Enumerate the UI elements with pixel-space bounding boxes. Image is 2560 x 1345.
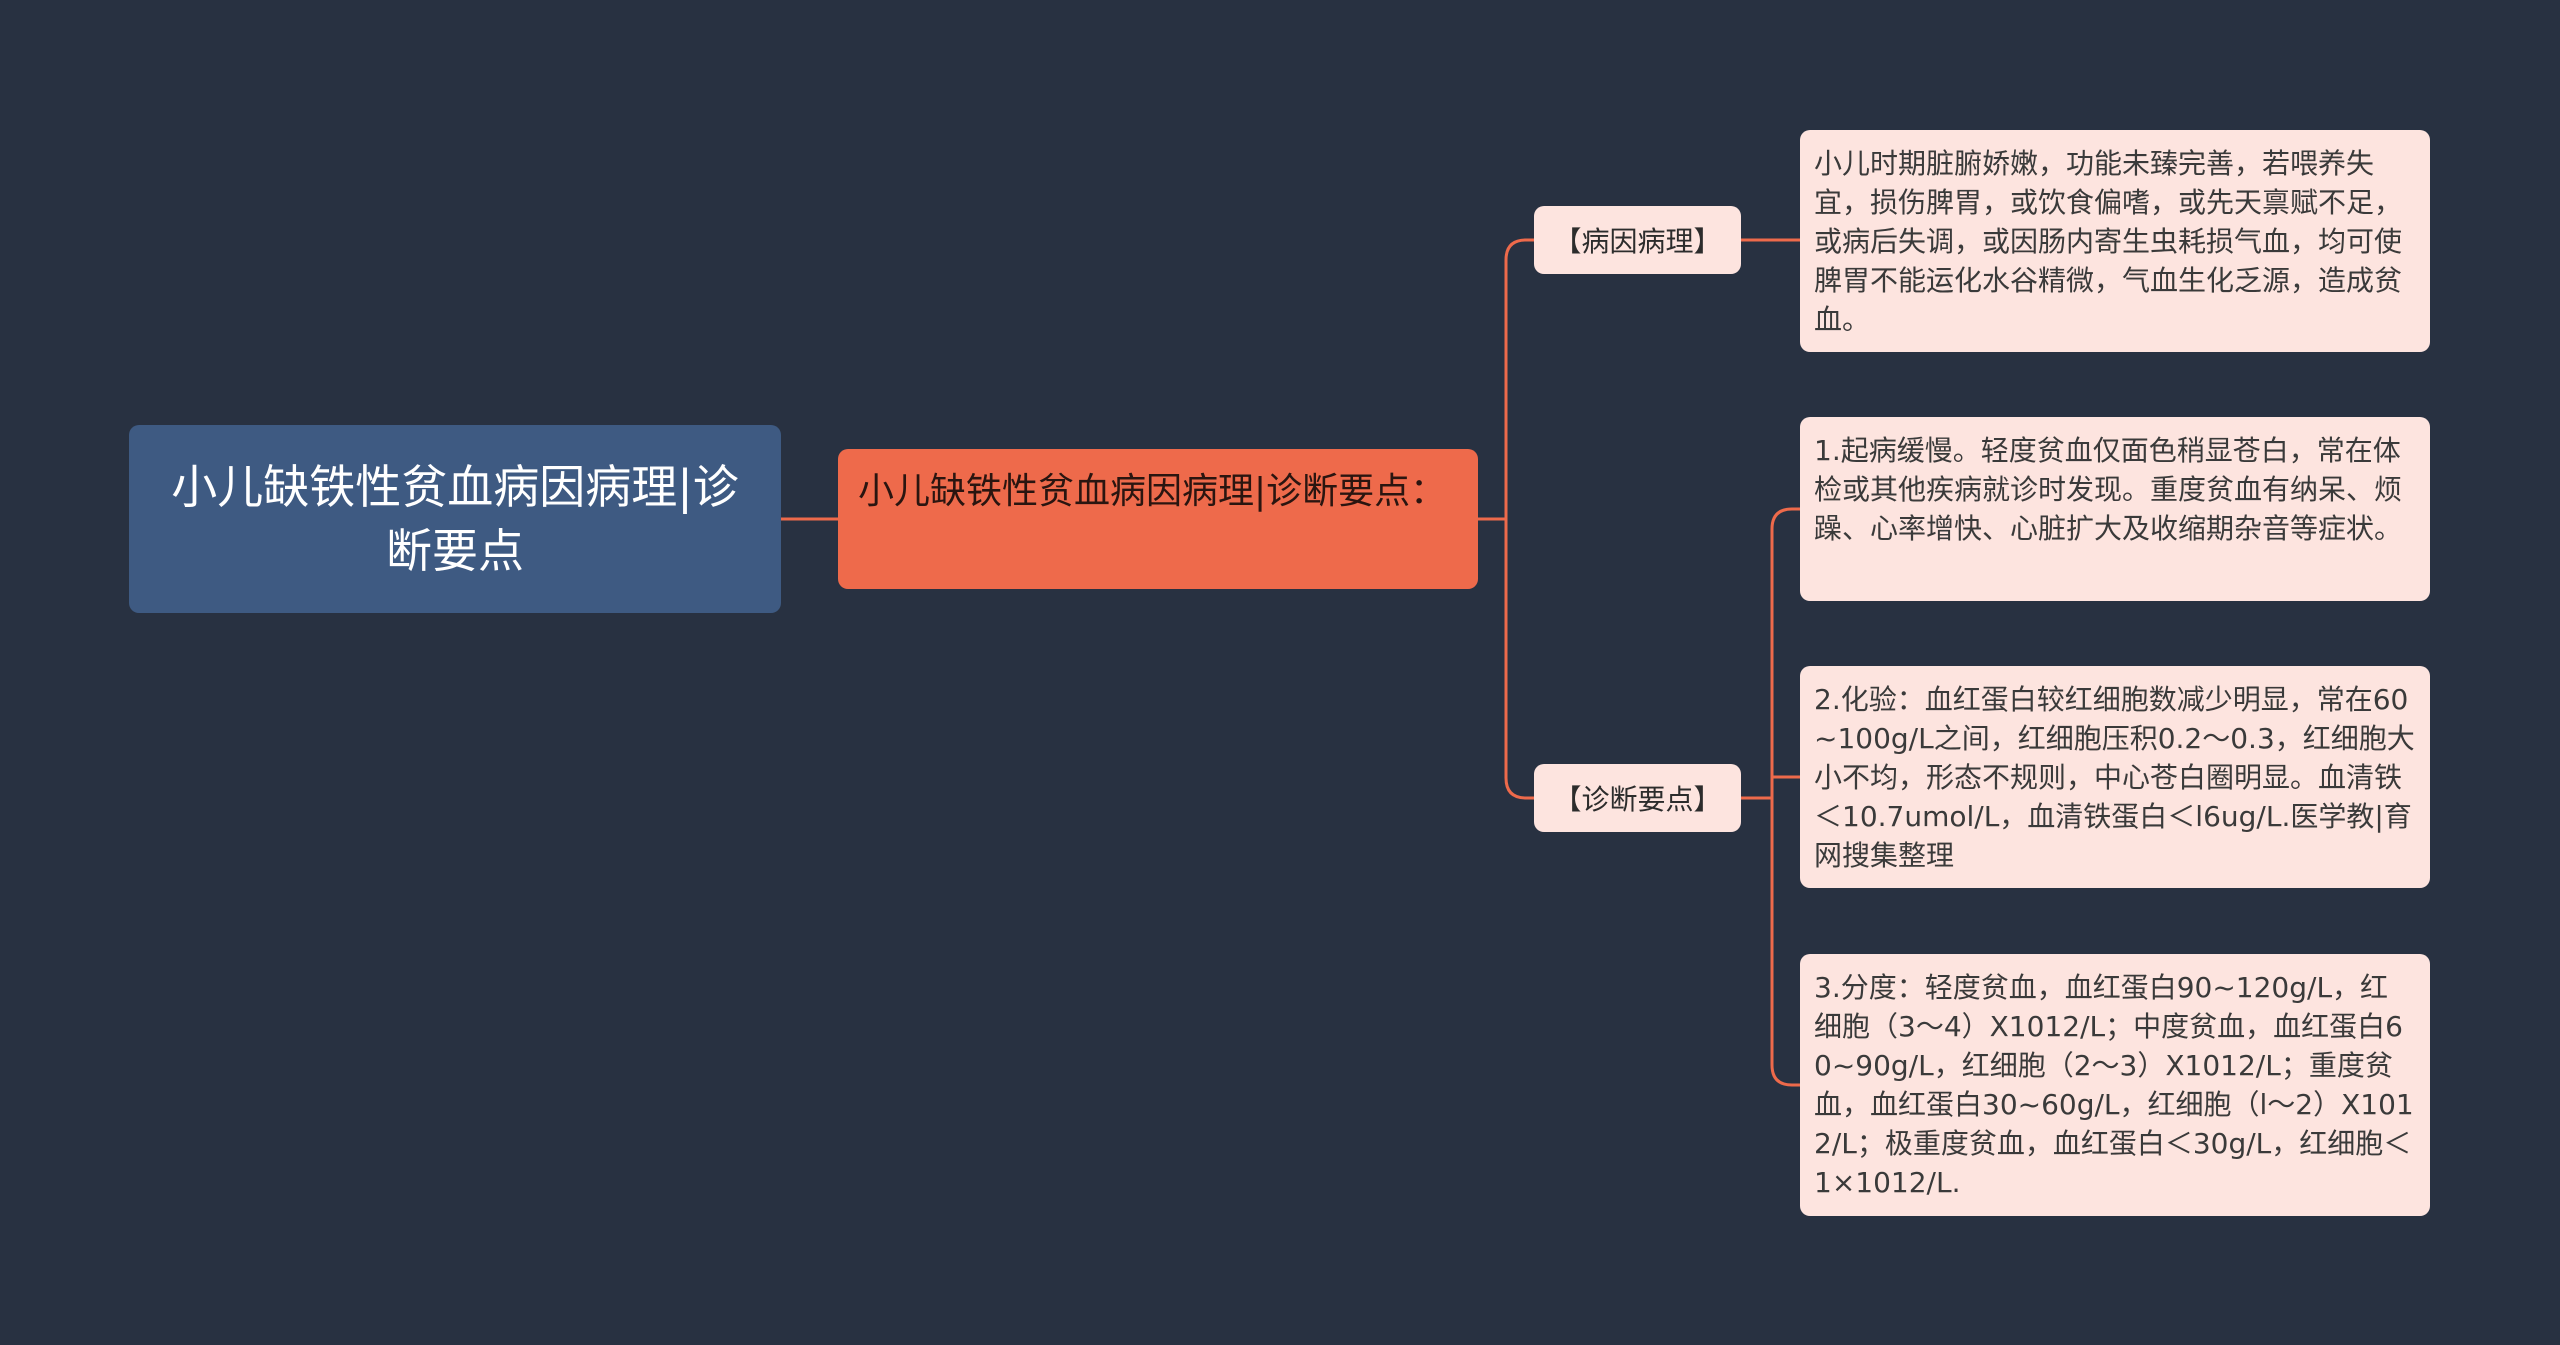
connector-diagnosis-leaf-2: [1739, 775, 1802, 800]
center-topic-node[interactable]: 小儿缺铁性贫血病因病理|诊断要点：: [838, 449, 1478, 589]
branch-node-cause-pathology[interactable]: 【病因病理】: [1534, 206, 1741, 274]
branch-label: 【病因病理】: [1553, 225, 1722, 258]
leaf-text: 小儿时期脏腑娇嫩，功能未臻完善，若喂养失宜，损伤脾胃，或饮食偏嗜，或先天禀赋不足…: [1814, 147, 2403, 336]
leaf-text: 3.分度：轻度贫血，血红蛋白90~120g/L，红细胞（3～4）X1012/L；…: [1814, 971, 2414, 1199]
connector-center-cause: [1476, 238, 1536, 521]
leaf-text: 1.起病缓慢。轻度贫血仅面色稍显苍白，常在体检或其他疾病就诊时发现。重度贫血有纳…: [1814, 434, 2403, 545]
connector-diagnosis-leaf-3: [1739, 796, 1802, 1087]
branch-label: 【诊断要点】: [1553, 783, 1722, 816]
connector-diagnosis-leaf-1: [1739, 507, 1802, 800]
center-topic-text: 小儿缺铁性贫血病因病理|诊断要点：: [858, 471, 1447, 512]
connector-center-diagnosis: [1476, 517, 1536, 800]
leaf-node-diagnosis-grading[interactable]: 3.分度：轻度贫血，血红蛋白90~120g/L，红细胞（3～4）X1012/L；…: [1800, 954, 2430, 1216]
branch-node-diagnosis-points[interactable]: 【诊断要点】: [1534, 764, 1741, 832]
root-node[interactable]: 小儿缺铁性贫血病因病理|诊断要点: [129, 425, 781, 613]
leaf-text: 2.化验：血红蛋白较红细胞数减少明显，常在60~100g/L之间，红细胞压积0.…: [1814, 683, 2415, 872]
leaf-node-cause-text[interactable]: 小儿时期脏腑娇嫩，功能未臻完善，若喂养失宜，损伤脾胃，或饮食偏嗜，或先天禀赋不足…: [1800, 130, 2430, 352]
leaf-node-diagnosis-onset[interactable]: 1.起病缓慢。轻度贫血仅面色稍显苍白，常在体检或其他疾病就诊时发现。重度贫血有纳…: [1800, 417, 2430, 601]
root-node-text: 小儿缺铁性贫血病因病理|诊断要点: [171, 460, 739, 578]
leaf-node-diagnosis-lab[interactable]: 2.化验：血红蛋白较红细胞数减少明显，常在60~100g/L之间，红细胞压积0.…: [1800, 666, 2430, 888]
